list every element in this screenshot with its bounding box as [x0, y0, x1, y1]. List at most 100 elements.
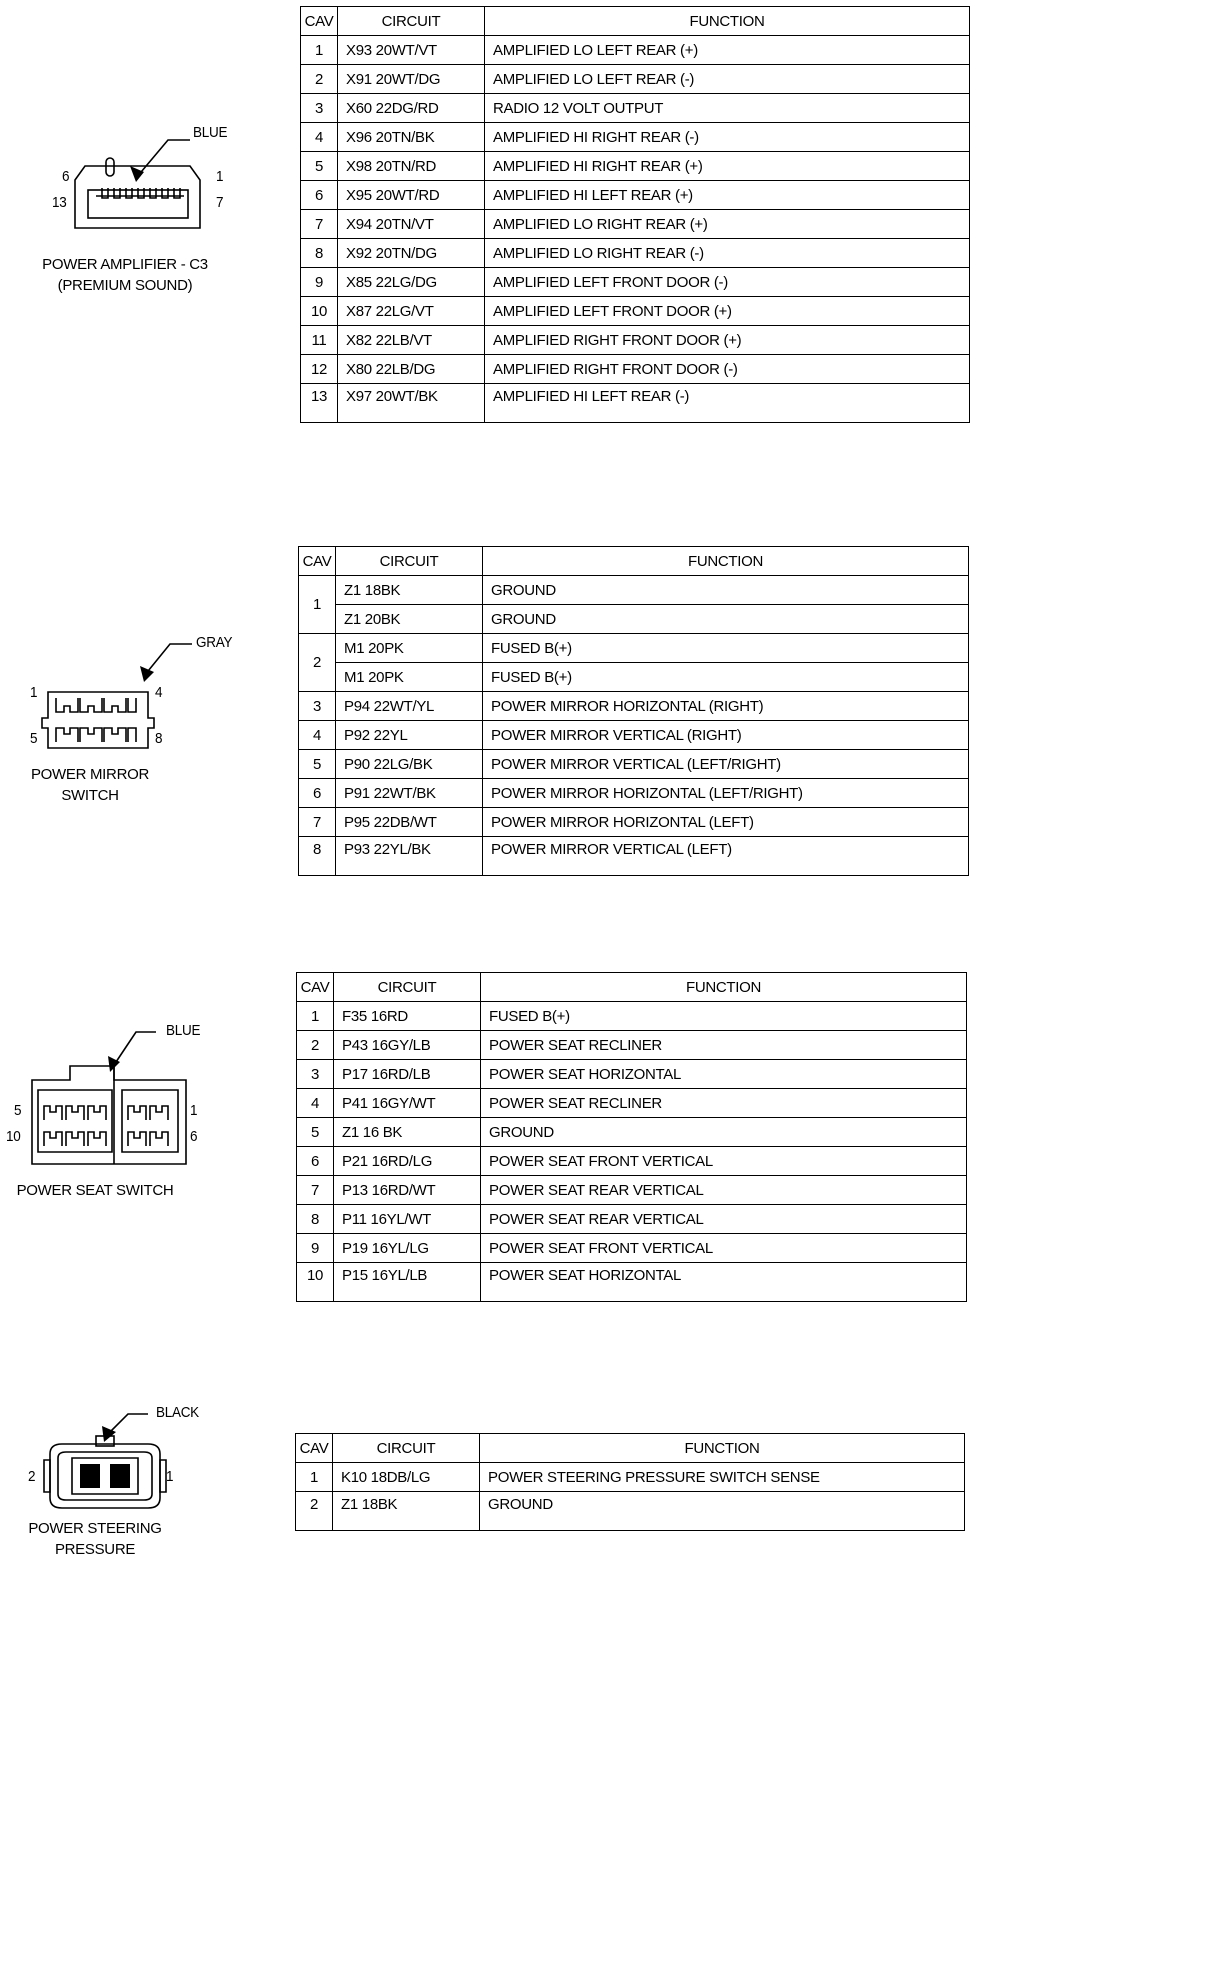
connector-caption: POWER STEERING PRESSURE [0, 1518, 190, 1560]
header-circuit: CIRCUIT [333, 972, 481, 1002]
cav-cell: 9 [300, 267, 338, 297]
cav-cell: 10 [300, 296, 338, 326]
function-cell: GROUND [479, 1491, 965, 1531]
function-cell: FUSED B(+) [482, 633, 969, 663]
circuit-cell: P92 22YL [335, 720, 483, 750]
header-cav: CAV [298, 546, 336, 576]
circuit-cell: X60 22DG/RD [337, 93, 485, 123]
cav-cell: 8 [296, 1204, 334, 1234]
cav-cell: 11 [300, 325, 338, 355]
header-circuit: CIRCUIT [337, 6, 485, 36]
function-cell: POWER MIRROR HORIZONTAL (LEFT) [482, 807, 969, 837]
connector-color-label: BLACK [156, 1404, 199, 1421]
cav-cell: 4 [300, 122, 338, 152]
circuit-cell: P90 22LG/BK [335, 749, 483, 779]
function-cell: AMPLIFIED LO RIGHT REAR (-) [484, 238, 970, 268]
pin-label-bottom-left: 5 [30, 730, 38, 747]
cav-cell: 7 [298, 807, 336, 837]
circuit-cell: Z1 16 BK [333, 1117, 481, 1147]
pin-label-bottom-left: 13 [52, 194, 67, 211]
circuit-cell: Z1 18BK [332, 1491, 480, 1531]
power-seat-switch-connector-icon [31, 1031, 187, 1165]
cav-cell: 8 [298, 836, 336, 876]
header-circuit: CIRCUIT [335, 546, 483, 576]
connector-color-label: GRAY [196, 634, 233, 651]
table-header-row: CAV CIRCUIT FUNCTION [295, 1433, 965, 1463]
circuit-cell: X94 20TN/VT [337, 209, 485, 239]
function-cell: GROUND [482, 604, 969, 634]
table-header-row: CAV CIRCUIT FUNCTION [300, 6, 970, 36]
circuit-cell: X96 20TN/BK [337, 122, 485, 152]
table-header-row: CAV CIRCUIT FUNCTION [296, 972, 967, 1002]
cav-cell: 12 [300, 354, 338, 384]
connector-subtitle: SWITCH [61, 787, 119, 804]
circuit-cell: M1 20PK [335, 662, 483, 692]
header-circuit: CIRCUIT [332, 1433, 480, 1463]
function-cell: POWER MIRROR HORIZONTAL (RIGHT) [482, 691, 969, 721]
circuit-cell: X92 20TN/DG [337, 238, 485, 268]
function-cell: POWER SEAT FRONT VERTICAL [480, 1146, 967, 1176]
pin-label-top-left: 5 [14, 1102, 22, 1119]
pin-label-right: 1 [166, 1468, 174, 1485]
circuit-cell: Z1 18BK [335, 575, 483, 605]
function-cell: FUSED B(+) [482, 662, 969, 692]
header-function: FUNCTION [479, 1433, 965, 1463]
power-steering-pressure-connector-icon [43, 1413, 167, 1509]
header-cav: CAV [296, 972, 334, 1002]
cav-cell: 7 [296, 1175, 334, 1205]
power-amplifier-connector: BLUE 6 1 13 7 POWER AMPLIFIER - C3 (PREM… [0, 110, 270, 310]
circuit-cell: P94 22WT/YL [335, 691, 483, 721]
function-cell: POWER SEAT REAR VERTICAL [480, 1204, 967, 1234]
circuit-cell: P13 16RD/WT [333, 1175, 481, 1205]
circuit-cell: X93 20WT/VT [337, 35, 485, 65]
pin-label-bottom-right: 6 [190, 1128, 198, 1145]
cav-cell: 6 [300, 180, 338, 210]
pin-label-top-left: 6 [62, 168, 70, 185]
function-cell: RADIO 12 VOLT OUTPUT [484, 93, 970, 123]
circuit-cell: K10 18DB/LG [332, 1462, 480, 1492]
connector-subtitle: (PREMIUM SOUND) [57, 277, 193, 294]
connector-color-label: BLUE [193, 124, 228, 141]
pin-label-bottom-left: 10 [6, 1128, 21, 1145]
circuit-cell: X91 20WT/DG [337, 64, 485, 94]
cav-cell: 2 [296, 1030, 334, 1060]
function-cell: FUSED B(+) [480, 1001, 967, 1031]
function-cell: POWER STEERING PRESSURE SWITCH SENSE [479, 1462, 965, 1492]
circuit-cell: P43 16GY/LB [333, 1030, 481, 1060]
power-seat-switch-connector: BLUE 5 1 10 6 POWER SEAT SWITCH [0, 1010, 270, 1210]
function-cell: POWER MIRROR HORIZONTAL (LEFT/RIGHT) [482, 778, 969, 808]
power-mirror-switch-connector: GRAY 1 4 5 8 POWER MIRROR SWITCH [0, 620, 270, 820]
cav-cell: 1 [300, 35, 338, 65]
table-header-row: CAV CIRCUIT FUNCTION [298, 546, 969, 576]
connector-caption: POWER MIRROR SWITCH [0, 764, 180, 806]
connector-name: POWER SEAT SWITCH [16, 1182, 174, 1199]
circuit-cell: X98 20TN/RD [337, 151, 485, 181]
function-cell: POWER SEAT RECLINER [480, 1088, 967, 1118]
cav-cell: 3 [300, 93, 338, 123]
circuit-cell: X97 20WT/BK [337, 383, 485, 423]
pin-label-top-left: 1 [30, 684, 38, 701]
cav-cell: 5 [296, 1117, 334, 1147]
circuit-cell: X87 22LG/VT [337, 296, 485, 326]
cav-cell: 4 [298, 720, 336, 750]
pin-label-top-right: 1 [216, 168, 224, 185]
cav-cell: 9 [296, 1233, 334, 1263]
